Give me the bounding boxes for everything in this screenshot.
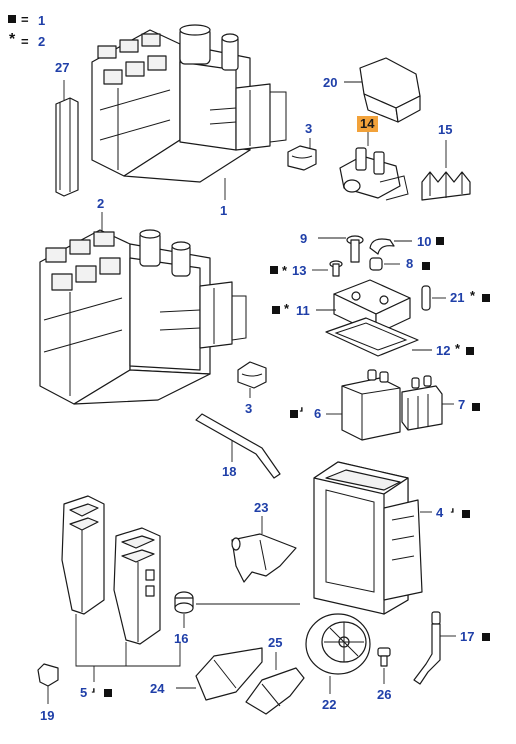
part-13-screw[interactable]	[312, 260, 343, 277]
callout-10-square	[436, 237, 444, 245]
legend-square-value: 1	[38, 13, 45, 28]
callout-4-square	[462, 510, 470, 518]
callout-20[interactable]: 20	[323, 75, 337, 90]
callout-9[interactable]: 9	[300, 231, 307, 246]
part-22-fan[interactable]	[305, 613, 371, 694]
callout-13-square	[270, 266, 278, 274]
legend-equals-1: =	[21, 12, 29, 27]
part-24-flap[interactable]	[176, 647, 263, 701]
callout-19[interactable]: 19	[40, 708, 54, 723]
callout-3-upper[interactable]: 3	[305, 121, 312, 136]
callout-13[interactable]: 13	[292, 263, 306, 278]
callout-12[interactable]: 12	[436, 343, 450, 358]
part-7-evaporator[interactable]	[401, 375, 454, 431]
legend: = 1 * = 2	[8, 12, 45, 49]
callout-5-square	[104, 689, 112, 697]
part-17-sensor[interactable]	[413, 611, 456, 685]
callout-10[interactable]: 10	[417, 234, 431, 249]
callout-7[interactable]: 7	[458, 397, 465, 412]
legend-star-symbol: *	[9, 31, 16, 48]
callout-3-lower[interactable]: 3	[245, 401, 252, 416]
callout-8-square	[422, 262, 430, 270]
part-18-pipe[interactable]	[195, 413, 281, 479]
part-5-duct-left[interactable]	[61, 495, 105, 615]
highlight-14	[357, 116, 378, 132]
callout-4-tick: ⸥	[450, 502, 454, 514]
part-14-actuator-motor[interactable]	[339, 132, 409, 201]
callout-23[interactable]: 23	[254, 500, 268, 515]
callout-25[interactable]: 25	[268, 635, 282, 650]
part-6-heater-core[interactable]	[326, 369, 401, 441]
part-3-clip-upper[interactable]	[287, 138, 317, 171]
callout-13-star: *	[282, 263, 288, 278]
callout-11-star: *	[284, 301, 290, 316]
callout-11[interactable]: 11	[296, 303, 310, 318]
callout-15[interactable]: 15	[438, 122, 452, 137]
callout-14[interactable]: 14	[360, 116, 375, 131]
part-23-bracket[interactable]	[231, 516, 297, 583]
callout-24[interactable]: 24	[150, 681, 165, 696]
callout-12-square	[466, 347, 474, 355]
callout-11-square	[272, 306, 280, 314]
legend-star-value: 2	[38, 34, 45, 49]
part-5-leader	[75, 614, 181, 682]
callout-5[interactable]: 5	[80, 685, 87, 700]
part-25-flap[interactable]	[245, 652, 305, 715]
part-10-hose[interactable]	[369, 238, 412, 255]
callout-17-square	[482, 633, 490, 641]
callout-12-star: *	[455, 341, 461, 356]
callout-2[interactable]: 2	[97, 196, 104, 211]
legend-equals-2: =	[21, 34, 29, 49]
part-12-gasket[interactable]	[325, 317, 432, 357]
part-21-pin[interactable]	[421, 285, 446, 311]
callout-21[interactable]: 21	[450, 290, 464, 305]
callout-6-square	[290, 410, 298, 418]
callout-5-tick: ⸥	[91, 682, 95, 694]
callout-22[interactable]: 22	[322, 697, 336, 712]
part-16-knob[interactable]	[174, 591, 194, 628]
callout-21-square	[482, 294, 490, 302]
callout-7-square	[472, 403, 480, 411]
part-15-connector[interactable]	[421, 140, 471, 201]
part-2-heater-housing[interactable]	[39, 212, 247, 405]
callout-26[interactable]: 26	[377, 687, 391, 702]
callout-21-star: *	[470, 288, 476, 303]
callout-27[interactable]: 27	[55, 60, 69, 75]
part-1-heater-housing[interactable]	[91, 24, 287, 200]
callout-6[interactable]: 6	[314, 406, 321, 421]
part-20-cover[interactable]	[344, 57, 421, 123]
part-5-duct-right[interactable]	[113, 527, 161, 645]
part-19-clip[interactable]	[37, 663, 59, 704]
callout-18[interactable]: 18	[222, 464, 236, 479]
callout-8[interactable]: 8	[406, 256, 413, 271]
callout-1[interactable]: 1	[220, 203, 227, 218]
legend-square-symbol	[8, 15, 16, 23]
callout-16[interactable]: 16	[174, 631, 188, 646]
part-9-valve[interactable]	[318, 235, 364, 263]
part-3-clip-lower[interactable]	[237, 361, 267, 398]
part-27-filter-strip[interactable]	[55, 80, 79, 197]
callout-6-tick: ⸥	[299, 401, 303, 413]
part-26-screw[interactable]	[377, 647, 391, 684]
part-8-cap[interactable]	[369, 257, 400, 271]
callout-17[interactable]: 17	[460, 629, 474, 644]
callout-4[interactable]: 4	[436, 505, 444, 520]
part-4-case[interactable]	[313, 461, 432, 615]
